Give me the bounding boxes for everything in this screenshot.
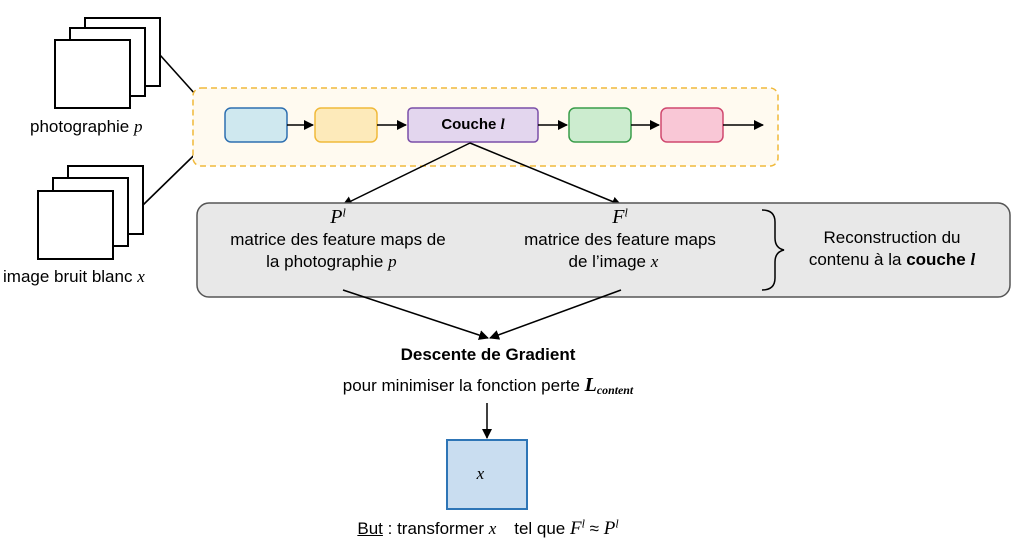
- layer-2: [314, 107, 378, 143]
- couche-to-p-arrow: [342, 142, 471, 206]
- reconstruction-label: Reconstruction du contenu à la couche l: [808, 228, 976, 269]
- p-matrix-block: Pl matrice des feature maps de la photog…: [230, 205, 446, 271]
- photo-label: photographie p⃗: [30, 117, 156, 136]
- p-to-gradient-arrow: [342, 289, 489, 340]
- couche-to-f-arrow: [469, 142, 622, 207]
- photo-stack-icon: [54, 17, 161, 109]
- noise-label: image bruit blanc x⃗: [3, 267, 158, 286]
- output-box: [446, 439, 528, 510]
- f-matrix-block: Fl matrice des feature maps de l’image x…: [524, 205, 716, 271]
- brace: [761, 209, 785, 291]
- f-to-gradient-arrow: [489, 289, 622, 340]
- output-var: x⃗: [476, 464, 498, 483]
- gradient-title: Descente de Gradient: [400, 345, 576, 364]
- goal-label: But : transformer x⃗ tel que Fl ≈ Pl: [357, 516, 619, 539]
- layer-4: [568, 107, 632, 143]
- gradient-subtitle: pour minimiser la fonction perte Lconten…: [342, 374, 634, 397]
- noise-stack-icon: [37, 165, 144, 260]
- couche-l-label: Couche l: [441, 116, 505, 133]
- layer-1: [224, 107, 288, 143]
- layer-5: [660, 107, 724, 143]
